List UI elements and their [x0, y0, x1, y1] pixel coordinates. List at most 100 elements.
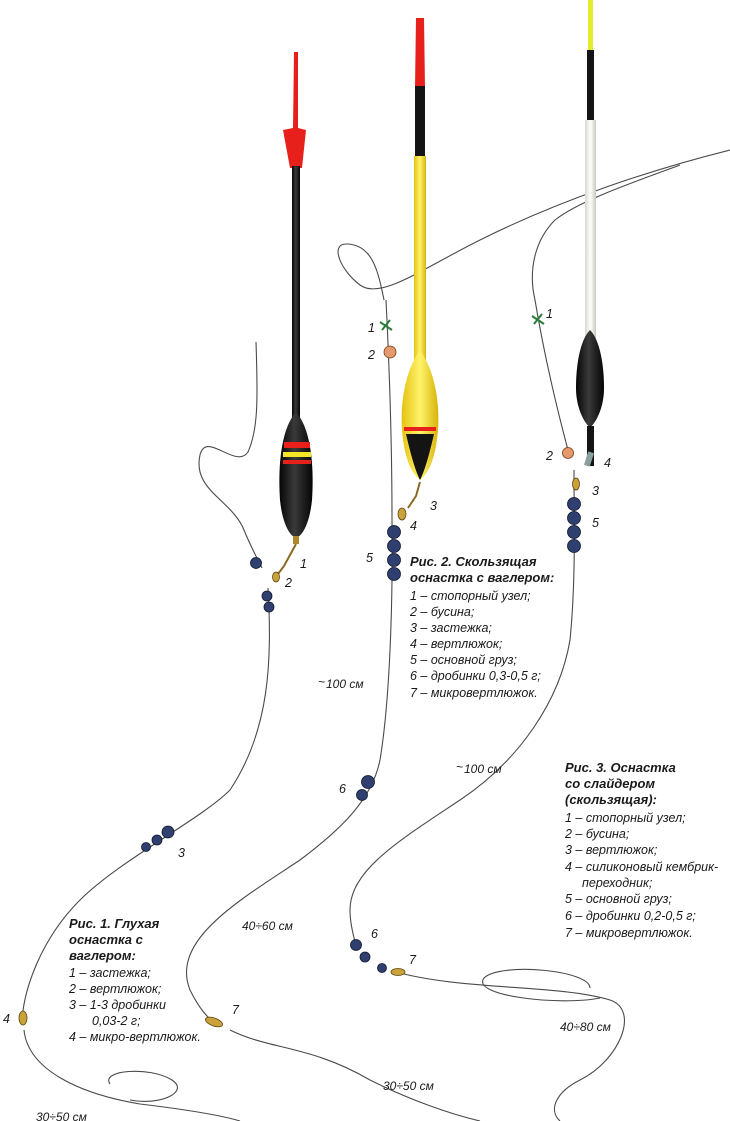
fig1-legend: Рис. 1. Глухая оснастка с ваглером: 1 – … [68, 916, 201, 1044]
fig3-weight-1 [567, 497, 581, 511]
fig3-float-keel [587, 426, 594, 466]
fig3-title-line-1: Рис. 3. Оснастка [565, 760, 676, 775]
fig1-float-band-red-2 [283, 460, 311, 464]
fig2-item-6: 6 – дробинки 0,3-0,5 г; [410, 669, 541, 683]
fig3-callout-5: 5 [592, 516, 599, 530]
fig3-item-2: 2 – бусина; [564, 827, 630, 841]
fig3-weight-3 [567, 525, 581, 539]
fig2-micro-swivel [205, 1016, 223, 1028]
fig3-float-tip [588, 0, 593, 52]
fig1-callout-3: 3 [178, 846, 185, 860]
fig3-title-line-3: (скользящая): [565, 792, 657, 807]
fig3-distance-main: 100 см [464, 762, 502, 776]
fig3-float-stem [585, 120, 596, 338]
fig3-item-6: 5 – основной груз; [565, 892, 672, 906]
fig2-stop-knot [379, 319, 393, 331]
fig1-callout-4: 4 [3, 1012, 10, 1026]
fig3-item-7: 6 – дробинки 0,2-0,5 г; [565, 909, 696, 923]
fig2-weight-1 [387, 525, 401, 539]
fig3-stop-knot [531, 313, 545, 325]
fig2-weight-2 [387, 539, 401, 553]
fig2-distance-lower: 30÷50 см [383, 1079, 434, 1093]
fig2-distance-main: 100 см [326, 677, 364, 691]
fig3-weight-2 [567, 511, 581, 525]
fig1-title-line-2: оснастка с [69, 932, 144, 947]
fig1-shot-1 [250, 557, 262, 569]
fig2-distance-middle: 40÷60 см [242, 919, 293, 933]
fig3-item-4: 4 – силиконовый кембрик- [565, 860, 718, 874]
fig1-float-tip [283, 52, 306, 168]
fig2-item-2: 2 – бусина; [409, 605, 475, 619]
fig1-shot-5 [151, 834, 163, 846]
fig2-tilde: ~ [318, 675, 325, 689]
fig2-title-line-2: оснастка с ваглером: [410, 570, 554, 585]
fig3-micro-swivel [390, 968, 406, 976]
fig1-float-body [279, 412, 313, 538]
fig3-callout-6: 6 [371, 927, 378, 941]
fig2-leader [229, 1029, 481, 1121]
fig3-tilde: ~ [456, 760, 463, 774]
fig3-swivel [572, 477, 580, 491]
fig1-item-2: 2 – вертлюжок; [68, 982, 162, 996]
fig3-callout-1: 1 [546, 307, 553, 321]
fig3-item-3: 3 – вертлюжок; [565, 843, 658, 857]
fig2-item-3: 3 – застежка; [410, 621, 492, 635]
fig1-leader [23, 1029, 241, 1121]
fig2-callout-7: 7 [232, 1003, 240, 1017]
fig3-silicone-tube [583, 451, 595, 467]
fig2-bead [383, 345, 397, 359]
fig3-float-body [576, 330, 604, 428]
fig1-swivel [272, 571, 280, 583]
fig1-rig: 1 2 3 4 30÷50 см Рис. 1. Глухая оснастка… [3, 52, 313, 1121]
fig1-distance: 30÷50 см [36, 1110, 87, 1121]
fig3-shot-3 [377, 963, 387, 973]
fig2-legend: Рис. 2. Скользящая оснастка с ваглером: … [409, 554, 554, 700]
fig1-clasp [277, 543, 297, 575]
fig2-float-tip-black [415, 86, 425, 158]
fig2-swivel [397, 507, 407, 521]
fig1-title-line-3: ваглером: [69, 948, 136, 963]
fig3-leader-loop [481, 968, 601, 1002]
fig2-callout-6: 6 [339, 782, 346, 796]
fig1-float-band-red [284, 442, 310, 448]
fig1-shot-2 [261, 590, 273, 602]
fig1-item-3: 3 – 1-3 дробинки [69, 998, 166, 1012]
fig2-callout-4: 4 [410, 519, 417, 533]
fig1-title-line-1: Рис. 1. Глухая [69, 916, 160, 931]
fig3-item-8: 7 – микровертлюжок. [565, 926, 693, 940]
fig2-clasp [407, 481, 421, 509]
fig3-surface-line [531, 164, 681, 451]
fig2-float-stem [414, 156, 426, 364]
fig3-distance-lower: 40÷80 см [560, 1020, 611, 1034]
fig3-main-line [349, 469, 575, 946]
fig1-shot-4 [161, 825, 175, 839]
fig3-weight-4 [567, 539, 581, 553]
fig2-float-base [406, 434, 434, 480]
fig1-float-band-yellow [283, 452, 311, 457]
fig2-shot-1 [361, 775, 375, 789]
fig2-callout-3: 3 [430, 499, 437, 513]
fig2-weight-3 [387, 553, 401, 567]
fig3-item-5: переходник; [582, 876, 653, 890]
fig3-shot-2 [359, 951, 371, 963]
fig3-callout-2: 2 [545, 449, 553, 463]
fig2-item-4: 4 – вертлюжок; [410, 637, 503, 651]
fig1-item-4: 0,03-2 г; [92, 1014, 141, 1028]
fig3-callout-4: 4 [604, 456, 611, 470]
fig2-item-7: 7 – микровертлюжок. [410, 686, 538, 700]
fig2-title-line-1: Рис. 2. Скользящая [410, 554, 537, 569]
fig1-float-stem [292, 166, 300, 422]
fig3-bead [562, 447, 574, 459]
fig2-main-line [186, 299, 393, 1025]
fig3-rig: 1 2 3 4 5 6 7 100 см 40÷80 см Рис. 3. Ос… [349, 0, 718, 1121]
fig3-leader [403, 973, 625, 1121]
fig1-callout-2: 2 [284, 576, 292, 590]
fig1-float-eye [293, 536, 299, 544]
fig3-callout-3: 3 [592, 484, 599, 498]
fig2-item-1: 1 – стопорный узел; [410, 589, 531, 603]
fig2-float-band-red [404, 427, 436, 431]
fig1-leader-loop [108, 1070, 178, 1102]
fig1-shot-3 [263, 601, 275, 613]
fig2-weight-4 [387, 567, 401, 581]
